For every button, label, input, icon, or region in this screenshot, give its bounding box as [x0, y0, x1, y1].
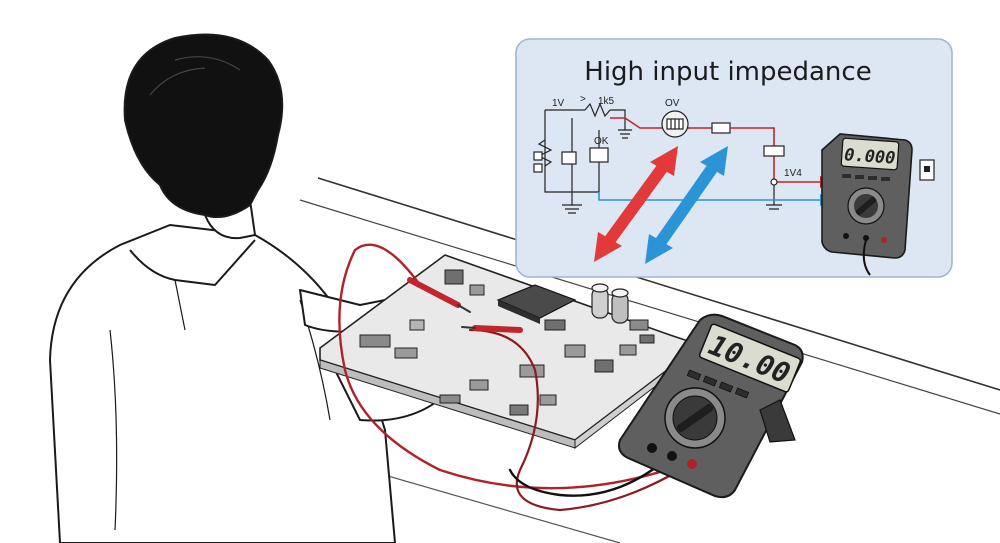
probe-leads	[338, 243, 692, 512]
label-source-v: 1V	[552, 98, 565, 109]
schematic	[533, 102, 820, 214]
left-resistor	[537, 139, 553, 167]
callout-title: High input impedance	[584, 57, 871, 87]
callout-meter-reading: 0.000	[844, 145, 896, 169]
black-lead	[508, 466, 657, 497]
blue-double-arrow	[645, 146, 728, 264]
workbench	[299, 177, 1000, 543]
components	[359, 269, 655, 416]
red-probe-2	[472, 325, 523, 333]
label-arrow-mark: >	[580, 94, 586, 105]
main-multimeter: 10.00	[618, 313, 804, 499]
main-dial	[664, 387, 726, 449]
high-impedance-callout: High input impedance	[515, 38, 953, 278]
circuit-board	[319, 254, 702, 450]
capacitors	[591, 283, 629, 324]
label-tap: 1V4	[784, 168, 802, 179]
meter-stand	[759, 399, 796, 443]
ic-chip	[496, 284, 577, 324]
red-probe	[407, 277, 461, 308]
label-meter-node: OV	[665, 98, 680, 109]
main-jacks	[647, 443, 697, 469]
red-double-arrow	[594, 146, 678, 262]
label-ok: OK	[594, 136, 609, 147]
label-resistor: 1k5	[598, 96, 615, 107]
hair	[123, 33, 284, 218]
red-lead-2	[468, 328, 682, 512]
callout-multimeter: 0.000	[821, 133, 935, 276]
red-lead	[338, 243, 692, 490]
main-lcd	[698, 323, 802, 393]
